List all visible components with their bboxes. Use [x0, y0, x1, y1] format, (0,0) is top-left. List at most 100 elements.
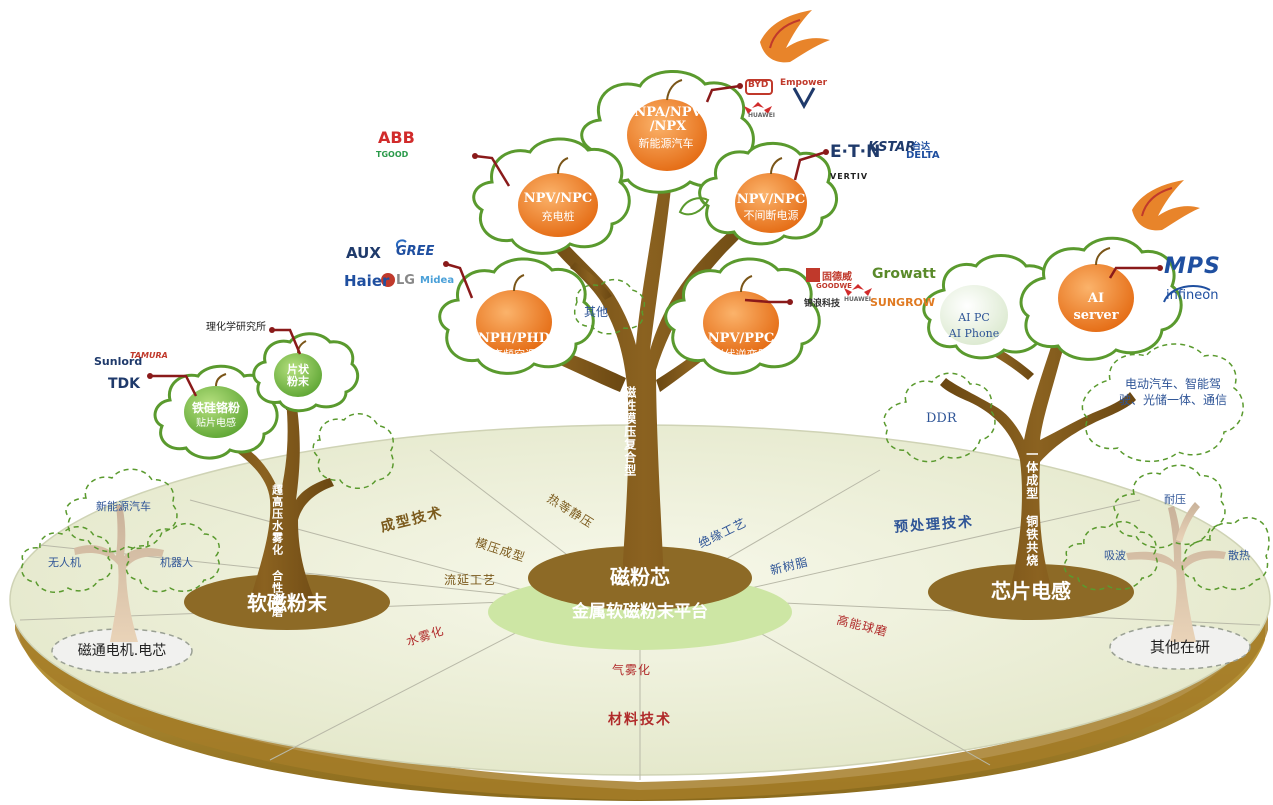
apple-fesicr: [184, 386, 248, 438]
right-trunk-label: 一体成型 铜铁共烧: [1024, 448, 1039, 567]
cloud-ddr: [883, 372, 996, 463]
small-left-top-label: 新能源汽车: [96, 500, 151, 513]
cloud-absorb: [1063, 520, 1158, 591]
cloud-apps: [1081, 343, 1244, 463]
apple-fesicr-line2: 贴片电感: [196, 418, 236, 429]
apple-flake-line1: 片状: [287, 363, 309, 376]
left-brown-ellipse: [184, 574, 390, 630]
right-ddr-label: DDR: [926, 411, 957, 426]
logo-marks: [381, 79, 1211, 303]
logo-empower: Empower: [780, 78, 828, 88]
apple-aiserver: [1058, 264, 1134, 332]
apple-aipc-line1: AI PC: [958, 311, 990, 324]
small-right-tree: [1126, 502, 1226, 642]
apple-nph-app: 变频空调: [492, 348, 536, 361]
apple-charging-app: 充电桩: [541, 210, 575, 223]
platform-base-label: 金属软磁粉末平台: [572, 602, 708, 622]
logo-tdk: TDK: [108, 376, 141, 392]
apple-nph-code: NPH/PHD: [477, 331, 551, 346]
apple-flake-line2: 粉末: [287, 375, 309, 388]
logo-huawei-pv: HUAWEI: [844, 296, 872, 303]
apple-aiserver-line1: AI: [1087, 291, 1105, 306]
apple-charging-code: NPV/NPC: [523, 191, 593, 206]
apples: [184, 79, 1134, 438]
huawei-icon: [744, 102, 772, 114]
apple-pv-app: 光伏逆变器: [713, 348, 769, 361]
logo-infineon: infineon: [1166, 288, 1219, 303]
cloud-heat: [1181, 516, 1270, 591]
right-apps-label: 电动汽车、智能驾驶、光储一体、通信: [1118, 377, 1227, 408]
bottom-left-ellipse: [51, 628, 193, 674]
small-right-top-label: 耐压: [1164, 493, 1186, 506]
logo-jinlang: 锦浪科技: [804, 299, 841, 309]
gree-icon: [396, 239, 407, 249]
leaf-icon: [678, 197, 710, 216]
apple-ups-app: 不间断电源: [743, 209, 799, 222]
lg-icon: [381, 273, 395, 287]
logo-riken: 理化学研究所: [206, 322, 266, 333]
logo-mps: MPS: [1164, 254, 1221, 279]
logo-sunlord: Sunlord: [94, 355, 143, 368]
apple-aipc-line2: AI Phone: [948, 327, 1000, 340]
cloud-pressure: [1113, 464, 1226, 549]
main-trunk-label: 磁性模压复合型: [622, 386, 637, 477]
core-label: 磁粉芯: [610, 565, 670, 589]
logo-huawei-ev: HUAWEI: [748, 112, 776, 119]
connectors: [150, 84, 1160, 397]
logo-aux: AUX: [346, 244, 381, 262]
left-base-label: 软磁粉末: [247, 591, 327, 615]
right-brown-ellipse: [928, 564, 1134, 620]
infineon-arc-icon: [1163, 285, 1211, 303]
apple-pv: [703, 291, 779, 355]
logo-abb: ABB: [378, 128, 415, 147]
logo-delta: DELTA: [906, 150, 940, 161]
logo-gree: GREE: [396, 244, 435, 259]
small-right-right-label: 散热: [1228, 549, 1250, 562]
small-left-right-label: 机器人: [160, 556, 193, 569]
logo-taida: 台达: [912, 142, 931, 152]
clouds-dashed: [20, 278, 1270, 594]
vertiv-v-icon: [792, 87, 816, 110]
technique-material: 材料技术: [608, 712, 672, 728]
logo-goodwe-cn: 固德威: [822, 272, 852, 283]
small-left-tree: [74, 505, 164, 642]
logo-kstar: KSTAR: [868, 140, 916, 155]
bottom-right-ellipse: [1109, 624, 1251, 670]
apple-npa-code: NPA/NPV /NPX: [634, 105, 702, 135]
cloud-other: [573, 278, 646, 335]
logo-tamura: TAMURA: [130, 351, 168, 360]
apple-charging: [518, 173, 598, 237]
logo-midea: Midea: [420, 275, 455, 286]
cloud-robot: [125, 522, 220, 593]
apple-npa-app: 新能源汽车: [638, 137, 694, 150]
apple-ups-code: NPV/NPC: [736, 192, 806, 207]
apple-ups: [735, 173, 807, 233]
logo-goodwe: GOODWE: [816, 282, 852, 290]
phoenix-icon-right: [1132, 180, 1200, 231]
apple-pv-code: NPV/PPC: [707, 331, 775, 346]
apple-aipc: [940, 285, 1008, 345]
logo-vertiv: VERTIV: [830, 172, 869, 181]
phoenix-icon-top: [760, 10, 830, 63]
logo-lg: LG: [396, 273, 415, 288]
technique-casting: 流延工艺: [444, 573, 497, 587]
logo-sungrow: SUNGROW: [870, 296, 936, 309]
logo-eaton: E∙T·N: [830, 142, 881, 162]
left-trunk-label: 超高压水雾化 合性球磨: [270, 484, 284, 618]
apple-aiserver-line2: server: [1073, 308, 1119, 323]
logo-haier: Haier: [344, 272, 390, 290]
logo-tgood: TGOOD: [376, 150, 409, 159]
right-base-label: 芯片电感: [991, 579, 1071, 603]
cloud-left-empty: [312, 413, 394, 489]
huawei-icon-2: [844, 284, 872, 296]
apple-npa: [627, 99, 707, 171]
small-right-left-label: 吸波: [1104, 549, 1126, 562]
main-other-label: 其他: [584, 305, 609, 319]
small-left-left-label: 无人机: [48, 556, 81, 569]
bottom-left-base-label: 磁通电机.电芯: [77, 643, 167, 659]
technique-gas-atom: 气雾化: [612, 663, 652, 677]
apple-fesicr-line1: 铁硅铬粉: [191, 401, 240, 415]
logo-growatt: Growatt: [872, 266, 936, 282]
